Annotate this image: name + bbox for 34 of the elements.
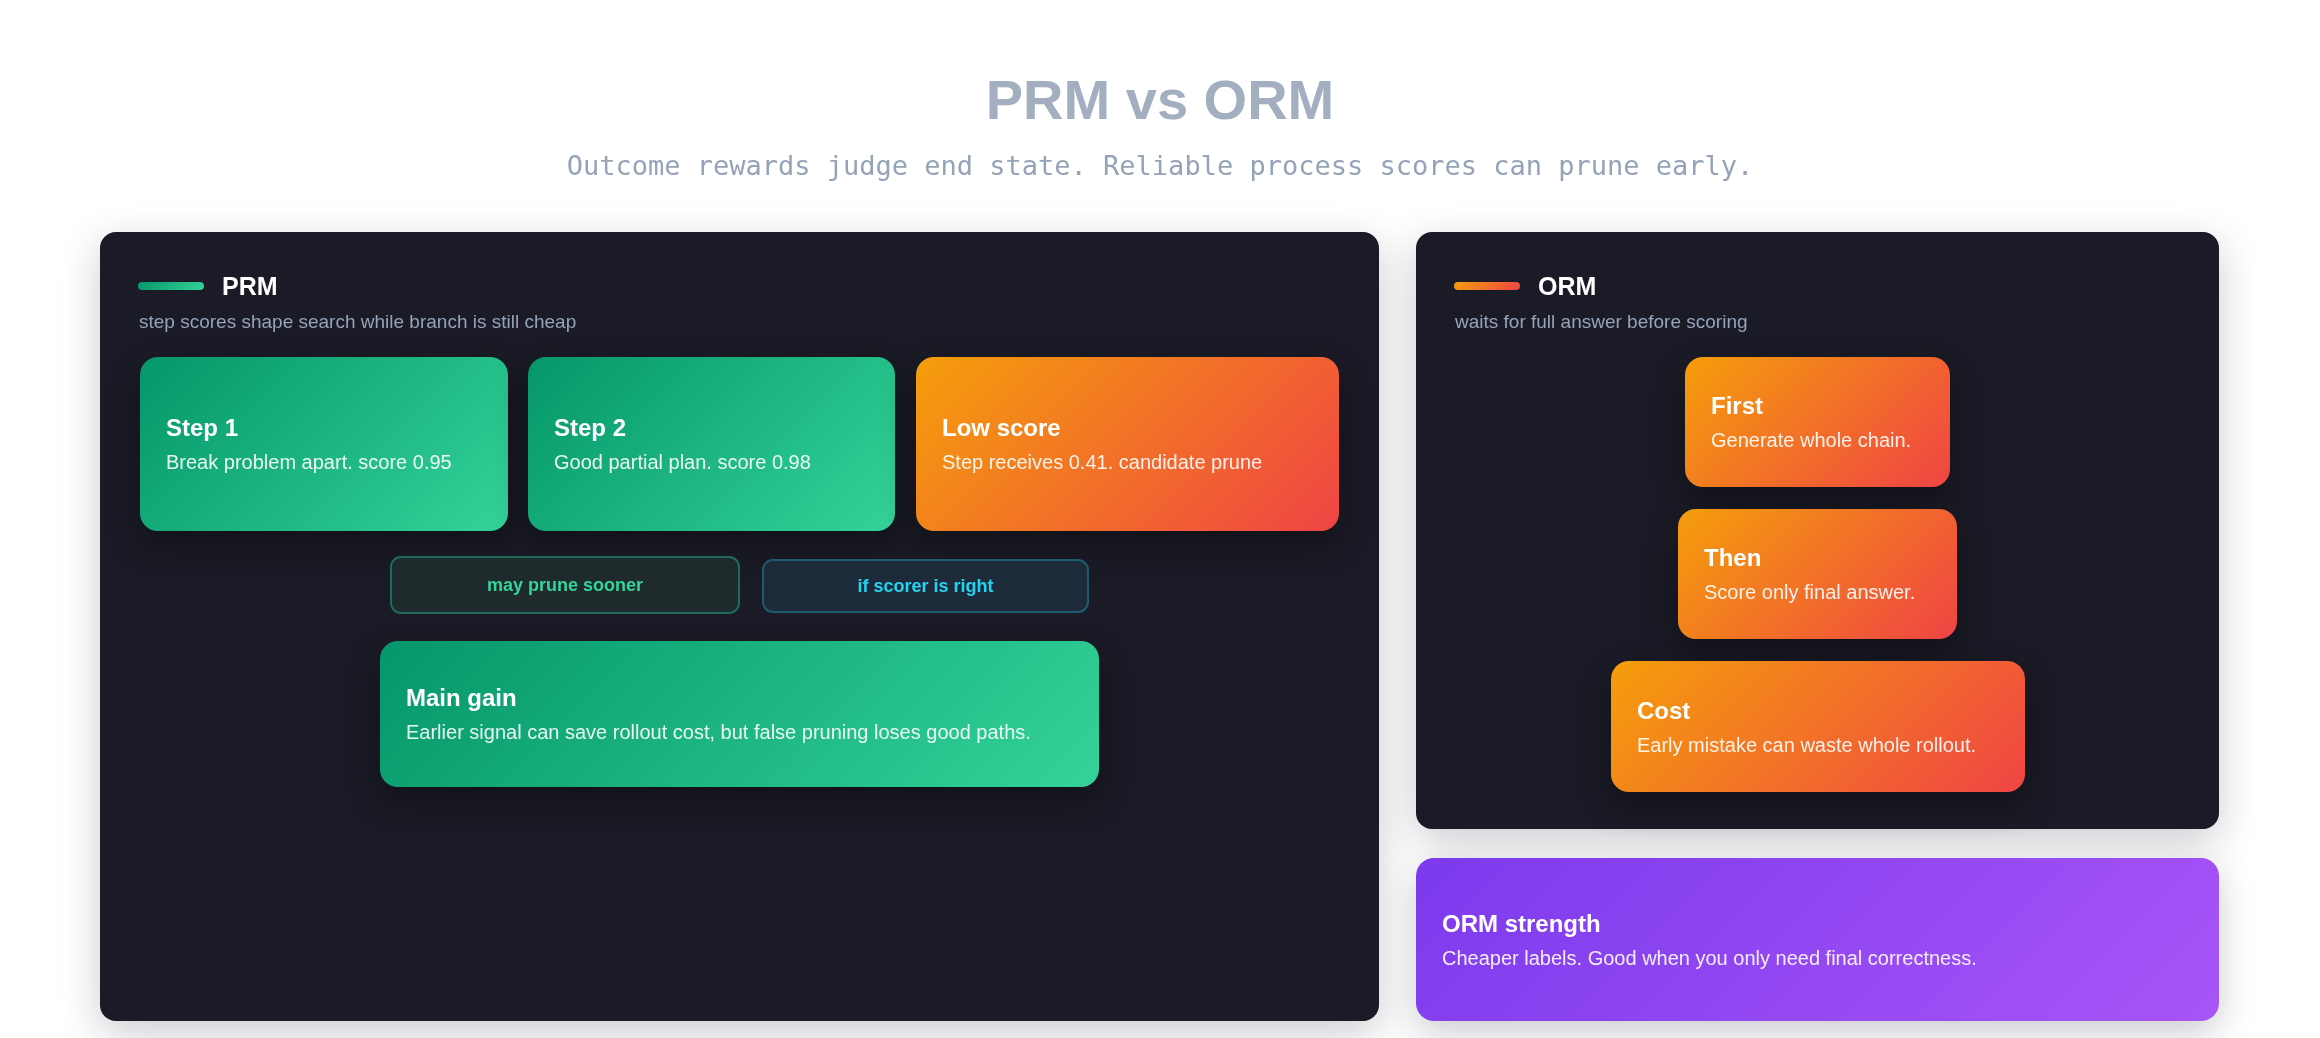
card-text: Generate whole chain. xyxy=(1711,428,1912,453)
card-title: First xyxy=(1711,391,1763,421)
card-text: Earlier signal can save rollout cost, but false pruning loses good paths. xyxy=(406,720,1031,745)
card-title: Step 1 xyxy=(166,413,239,443)
card-text: Cheaper labels. Good when you only need final correctness. xyxy=(1442,945,1977,971)
page-title: PRM vs ORM xyxy=(985,67,1335,133)
page-subtitle: Outcome rewards judge end state. Reliable process scores can prune early. xyxy=(566,149,1754,183)
panel xyxy=(100,232,1379,1021)
card-text: Early mistake can waste whole rollout. xyxy=(1637,732,1977,758)
summary-card xyxy=(380,641,1099,787)
card-title: Then xyxy=(1704,543,1762,573)
panel-heading: ORM xyxy=(1538,271,1597,302)
score-card xyxy=(916,357,1339,531)
card-title: Main gain xyxy=(406,683,517,713)
card-text: Good partial plan. score 0.98 xyxy=(554,450,811,475)
panel-subtitle: step scores shape search while branch is still cheap xyxy=(139,310,577,334)
step-card xyxy=(1685,357,1950,487)
score-card xyxy=(140,357,508,531)
panel-heading: PRM xyxy=(222,271,278,302)
card-title: Step 2 xyxy=(554,413,627,443)
card-title: Cost xyxy=(1637,695,1691,726)
panel xyxy=(1416,232,2219,829)
card-text: Step receives 0.41. candidate prune xyxy=(942,450,1263,475)
step-card xyxy=(1678,509,1957,639)
score-card xyxy=(528,357,895,531)
summary-card xyxy=(1416,858,2219,1021)
card-text: Break problem apart. score 0.95 xyxy=(166,450,452,475)
note-tag: may prune sooner xyxy=(390,556,740,614)
card-title: Low score xyxy=(942,413,1061,443)
note-tag: if scorer is right xyxy=(762,559,1089,613)
step-card xyxy=(1611,661,2025,792)
card-title: ORM strength xyxy=(1442,908,1601,939)
card-text: Score only final answer. xyxy=(1704,580,1916,605)
panel-subtitle: waits for full answer before scoring xyxy=(1455,310,1748,334)
